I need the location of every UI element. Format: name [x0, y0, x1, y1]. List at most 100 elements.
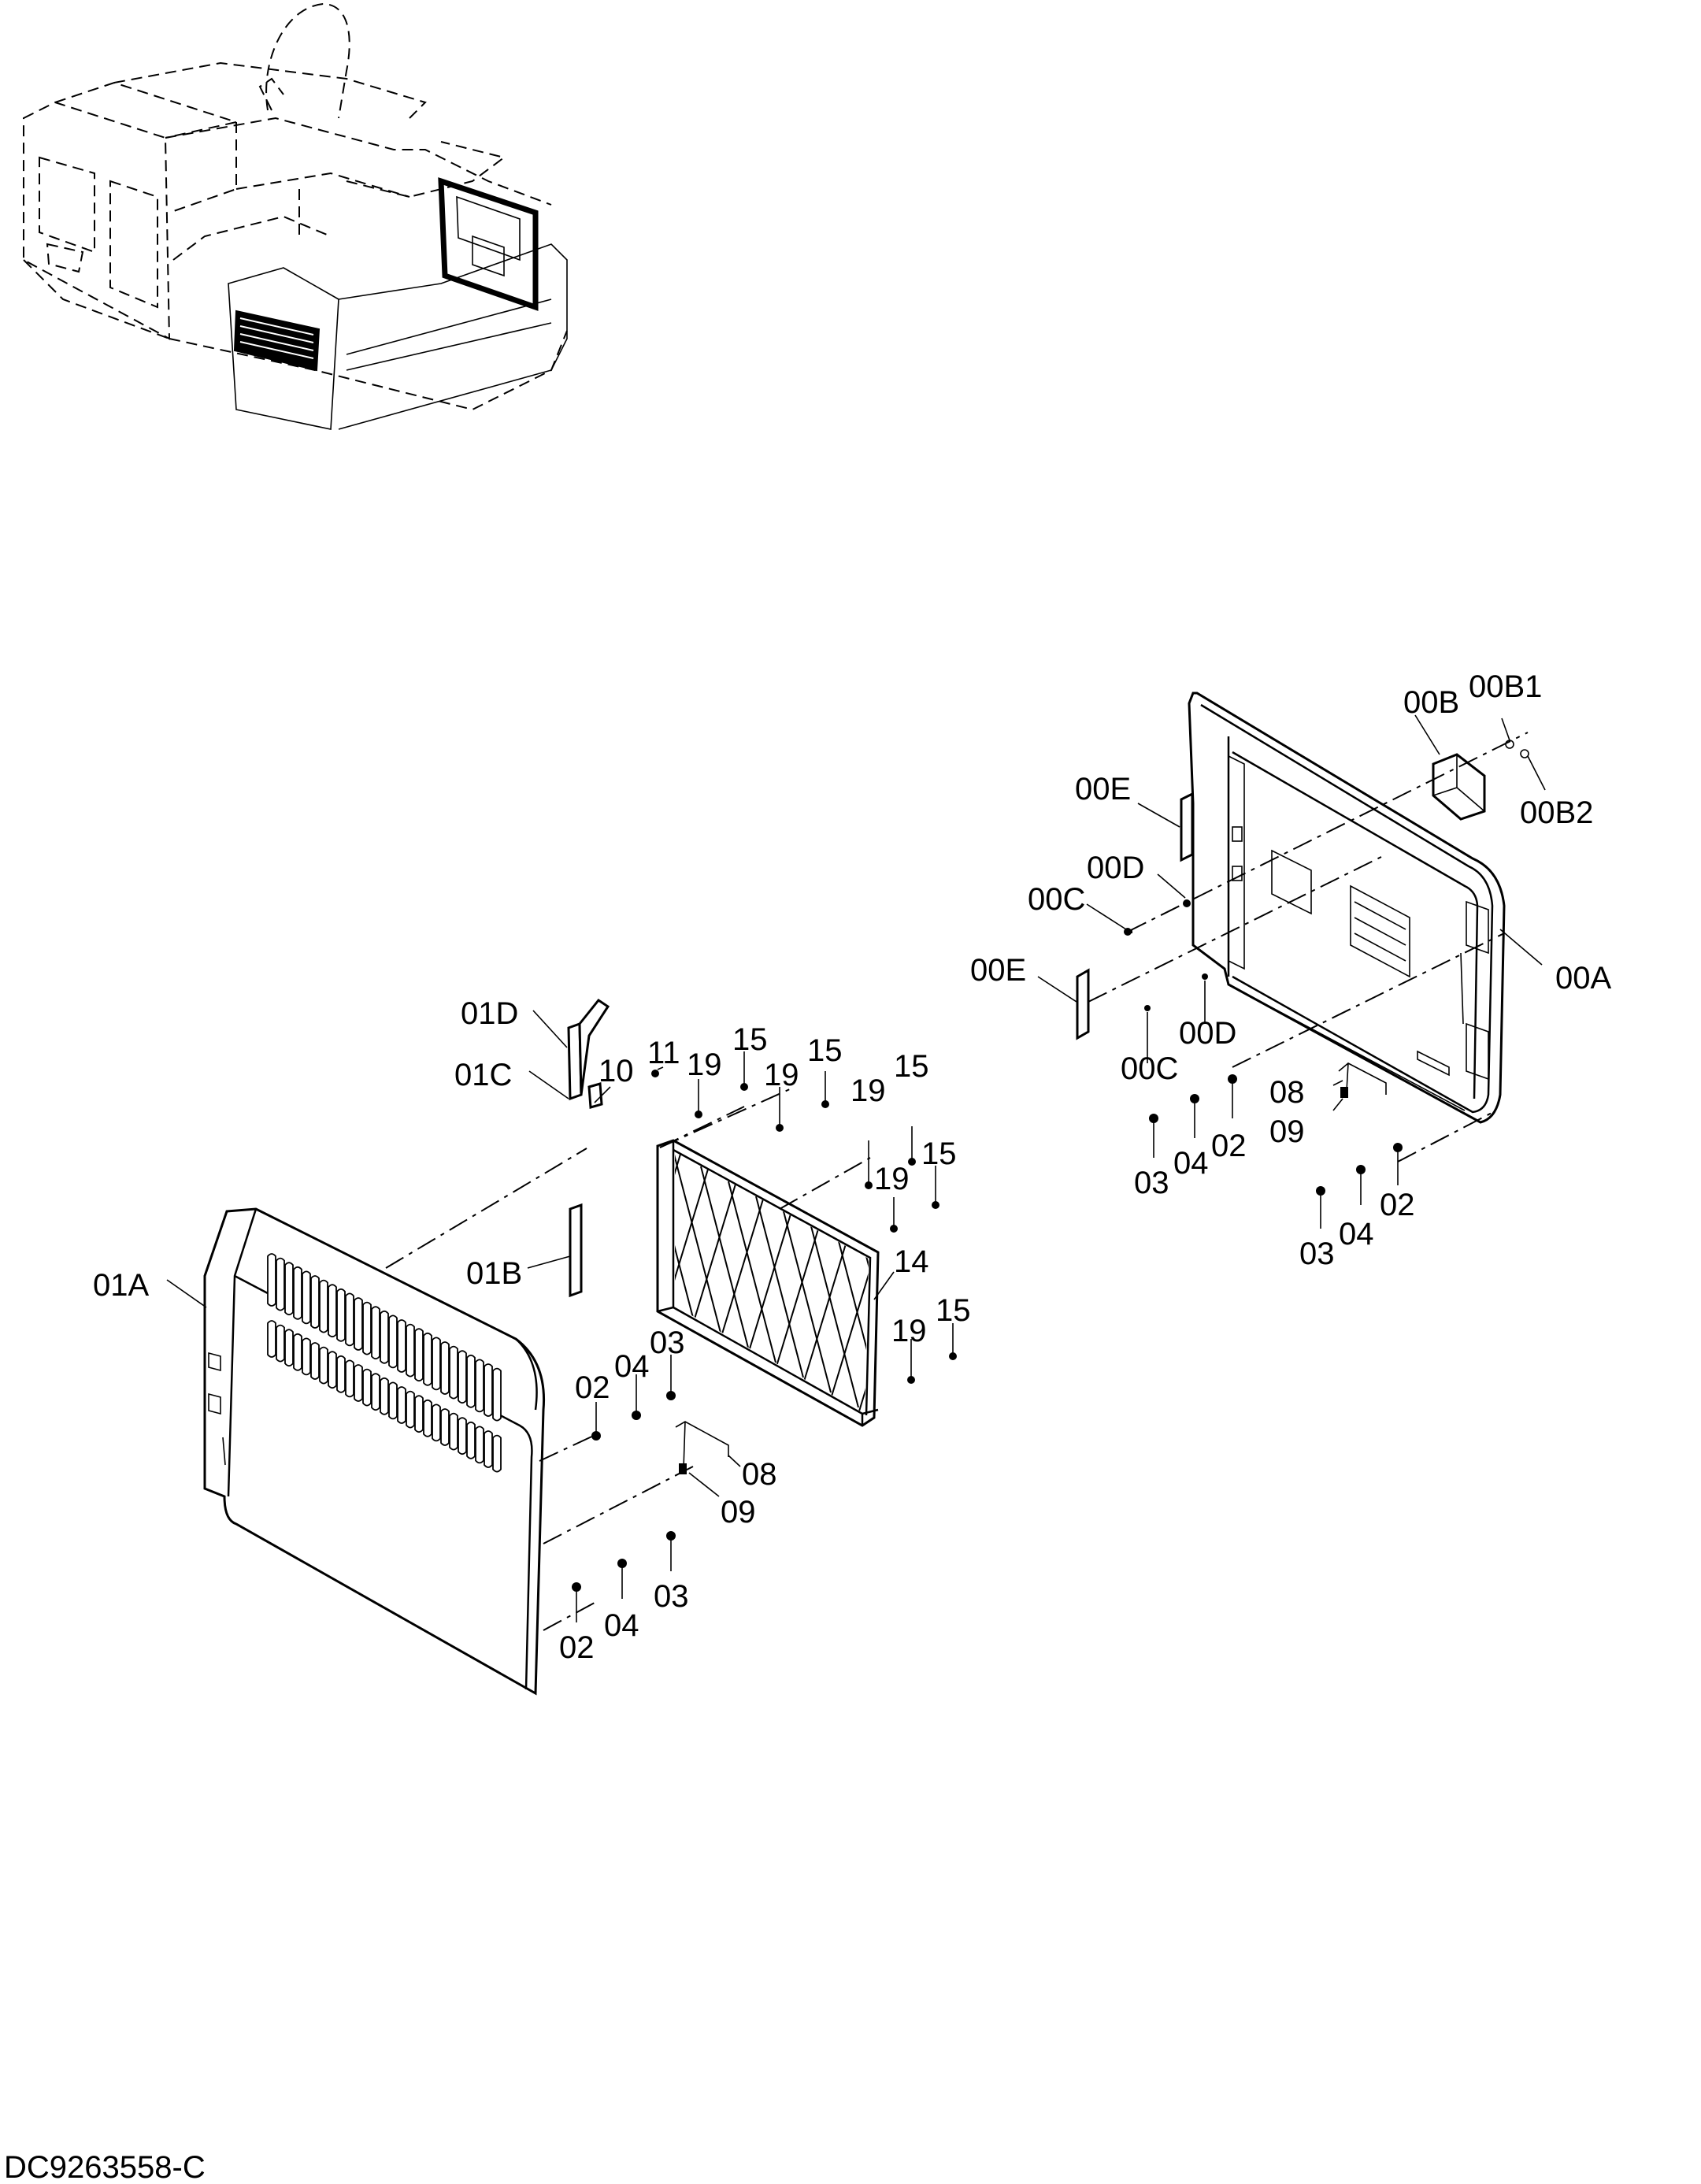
- leaders-right: [1037, 714, 1546, 1229]
- louver-slot: [466, 1421, 476, 1459]
- louver-slot: [449, 1412, 458, 1451]
- louver-slot: [380, 1377, 389, 1415]
- callout-08-left: 08: [742, 1457, 777, 1492]
- filter-mesh-14: [591, 1107, 996, 1482]
- mesh-line: [783, 1211, 832, 1393]
- callout-03-left-a: 03: [650, 1326, 685, 1360]
- part-00E-lower: [1076, 968, 1090, 1040]
- part-01D: [578, 998, 610, 1096]
- callout-11: 11: [647, 1036, 680, 1070]
- callout-15-c: 15: [894, 1049, 929, 1084]
- louver-slot: [328, 1284, 337, 1338]
- part-00B2: [1520, 749, 1529, 758]
- louver-slot: [362, 1301, 372, 1355]
- mesh-line: [700, 1166, 749, 1348]
- callout-15-b: 15: [807, 1033, 843, 1068]
- callout-19-d: 19: [874, 1162, 910, 1196]
- louver-slot: [336, 1288, 346, 1342]
- louver-slot: [336, 1355, 346, 1393]
- overview-highlighted-panel: [438, 177, 539, 311]
- louver-slot: [284, 1329, 294, 1367]
- louver-slot: [267, 1253, 276, 1307]
- callout-19-a: 19: [687, 1048, 722, 1082]
- louver-slot: [388, 1381, 398, 1420]
- part-08-right: [1338, 1062, 1387, 1095]
- callout-04-left-b: 04: [604, 1608, 639, 1643]
- callout-00B1: 00B1: [1469, 669, 1542, 704]
- louver-slot: [276, 1257, 285, 1311]
- callout-10: 10: [598, 1054, 634, 1088]
- louver-slot: [276, 1324, 285, 1363]
- louver-slot: [440, 1408, 450, 1446]
- louver-slot: [397, 1386, 406, 1424]
- mesh-line: [949, 1301, 996, 1482]
- overview-grille: [233, 310, 321, 372]
- louver-slot: [466, 1354, 476, 1408]
- callout-09-right: 09: [1269, 1114, 1305, 1149]
- callout-08-right: 08: [1269, 1075, 1305, 1110]
- callout-00E-lower: 00E: [970, 953, 1026, 988]
- louver-slot: [423, 1399, 432, 1437]
- louver-slot: [388, 1314, 398, 1369]
- callout-00B: 00B: [1403, 685, 1459, 720]
- louver-slot: [414, 1395, 424, 1433]
- callout-00C-lower: 00C: [1121, 1051, 1178, 1086]
- callout-00A: 00A: [1555, 961, 1611, 996]
- mesh-line: [810, 1225, 859, 1408]
- callout-02-left-a: 02: [575, 1370, 610, 1405]
- callout-04-right-b: 04: [1339, 1217, 1374, 1251]
- louver-slot: [458, 1417, 467, 1455]
- louver-slot: [432, 1337, 441, 1391]
- assembly-lines-right: [1088, 732, 1529, 1162]
- mesh-line: [914, 1263, 969, 1444]
- part-10: [587, 1082, 603, 1109]
- door-panel-00A: [1188, 692, 1506, 1124]
- louver-slot: [267, 1320, 276, 1358]
- louver-slot: [302, 1270, 311, 1325]
- callout-00B2: 00B2: [1520, 795, 1593, 830]
- callout-03-left-b: 03: [654, 1579, 689, 1614]
- mesh-line: [591, 1107, 638, 1288]
- mesh-line: [675, 1151, 694, 1318]
- callout-01C: 01C: [454, 1058, 512, 1092]
- leaders-left: [166, 1010, 954, 1622]
- louver-slot: [406, 1323, 415, 1378]
- louver-slot: [371, 1306, 380, 1360]
- louver-slot: [492, 1367, 502, 1422]
- louver-slot: [406, 1390, 415, 1429]
- callout-19-b: 19: [764, 1058, 799, 1092]
- part-08-left: [675, 1421, 729, 1470]
- louver-slot: [362, 1368, 372, 1407]
- callout-19-e: 19: [891, 1314, 927, 1348]
- louver-slot: [284, 1262, 294, 1316]
- callout-01D: 01D: [461, 996, 518, 1031]
- part-09-left: [679, 1463, 687, 1474]
- document-id: DC9263558-C: [4, 2150, 206, 2184]
- callout-15-d: 15: [921, 1136, 957, 1171]
- callout-03-right-b: 03: [1299, 1237, 1335, 1271]
- louver-slot: [458, 1350, 467, 1404]
- mesh-line: [728, 1181, 776, 1363]
- fasteners-left: [572, 1083, 957, 1592]
- mesh-line: [830, 1217, 869, 1400]
- side-cover-01A: [203, 1207, 546, 1696]
- louver-slot: [319, 1279, 328, 1333]
- louver-slot: [371, 1373, 380, 1411]
- mesh-line: [894, 1271, 941, 1452]
- louver-slot: [475, 1426, 484, 1464]
- mesh-line: [675, 1151, 721, 1333]
- part-09-right: [1340, 1087, 1348, 1098]
- callout-00E-upper: 00E: [1075, 772, 1131, 806]
- callout-03-right-a: 03: [1134, 1166, 1169, 1200]
- part-00E-upper: [1180, 792, 1194, 862]
- mesh-line: [838, 1240, 869, 1414]
- part-00B: [1432, 753, 1486, 821]
- louver-slot: [492, 1434, 502, 1473]
- louver-slots: [267, 1253, 502, 1473]
- callout-14: 14: [894, 1244, 929, 1279]
- louver-slot: [319, 1346, 328, 1385]
- louver-slot: [397, 1319, 406, 1373]
- louver-slot: [328, 1351, 337, 1389]
- louver-slot: [310, 1342, 320, 1380]
